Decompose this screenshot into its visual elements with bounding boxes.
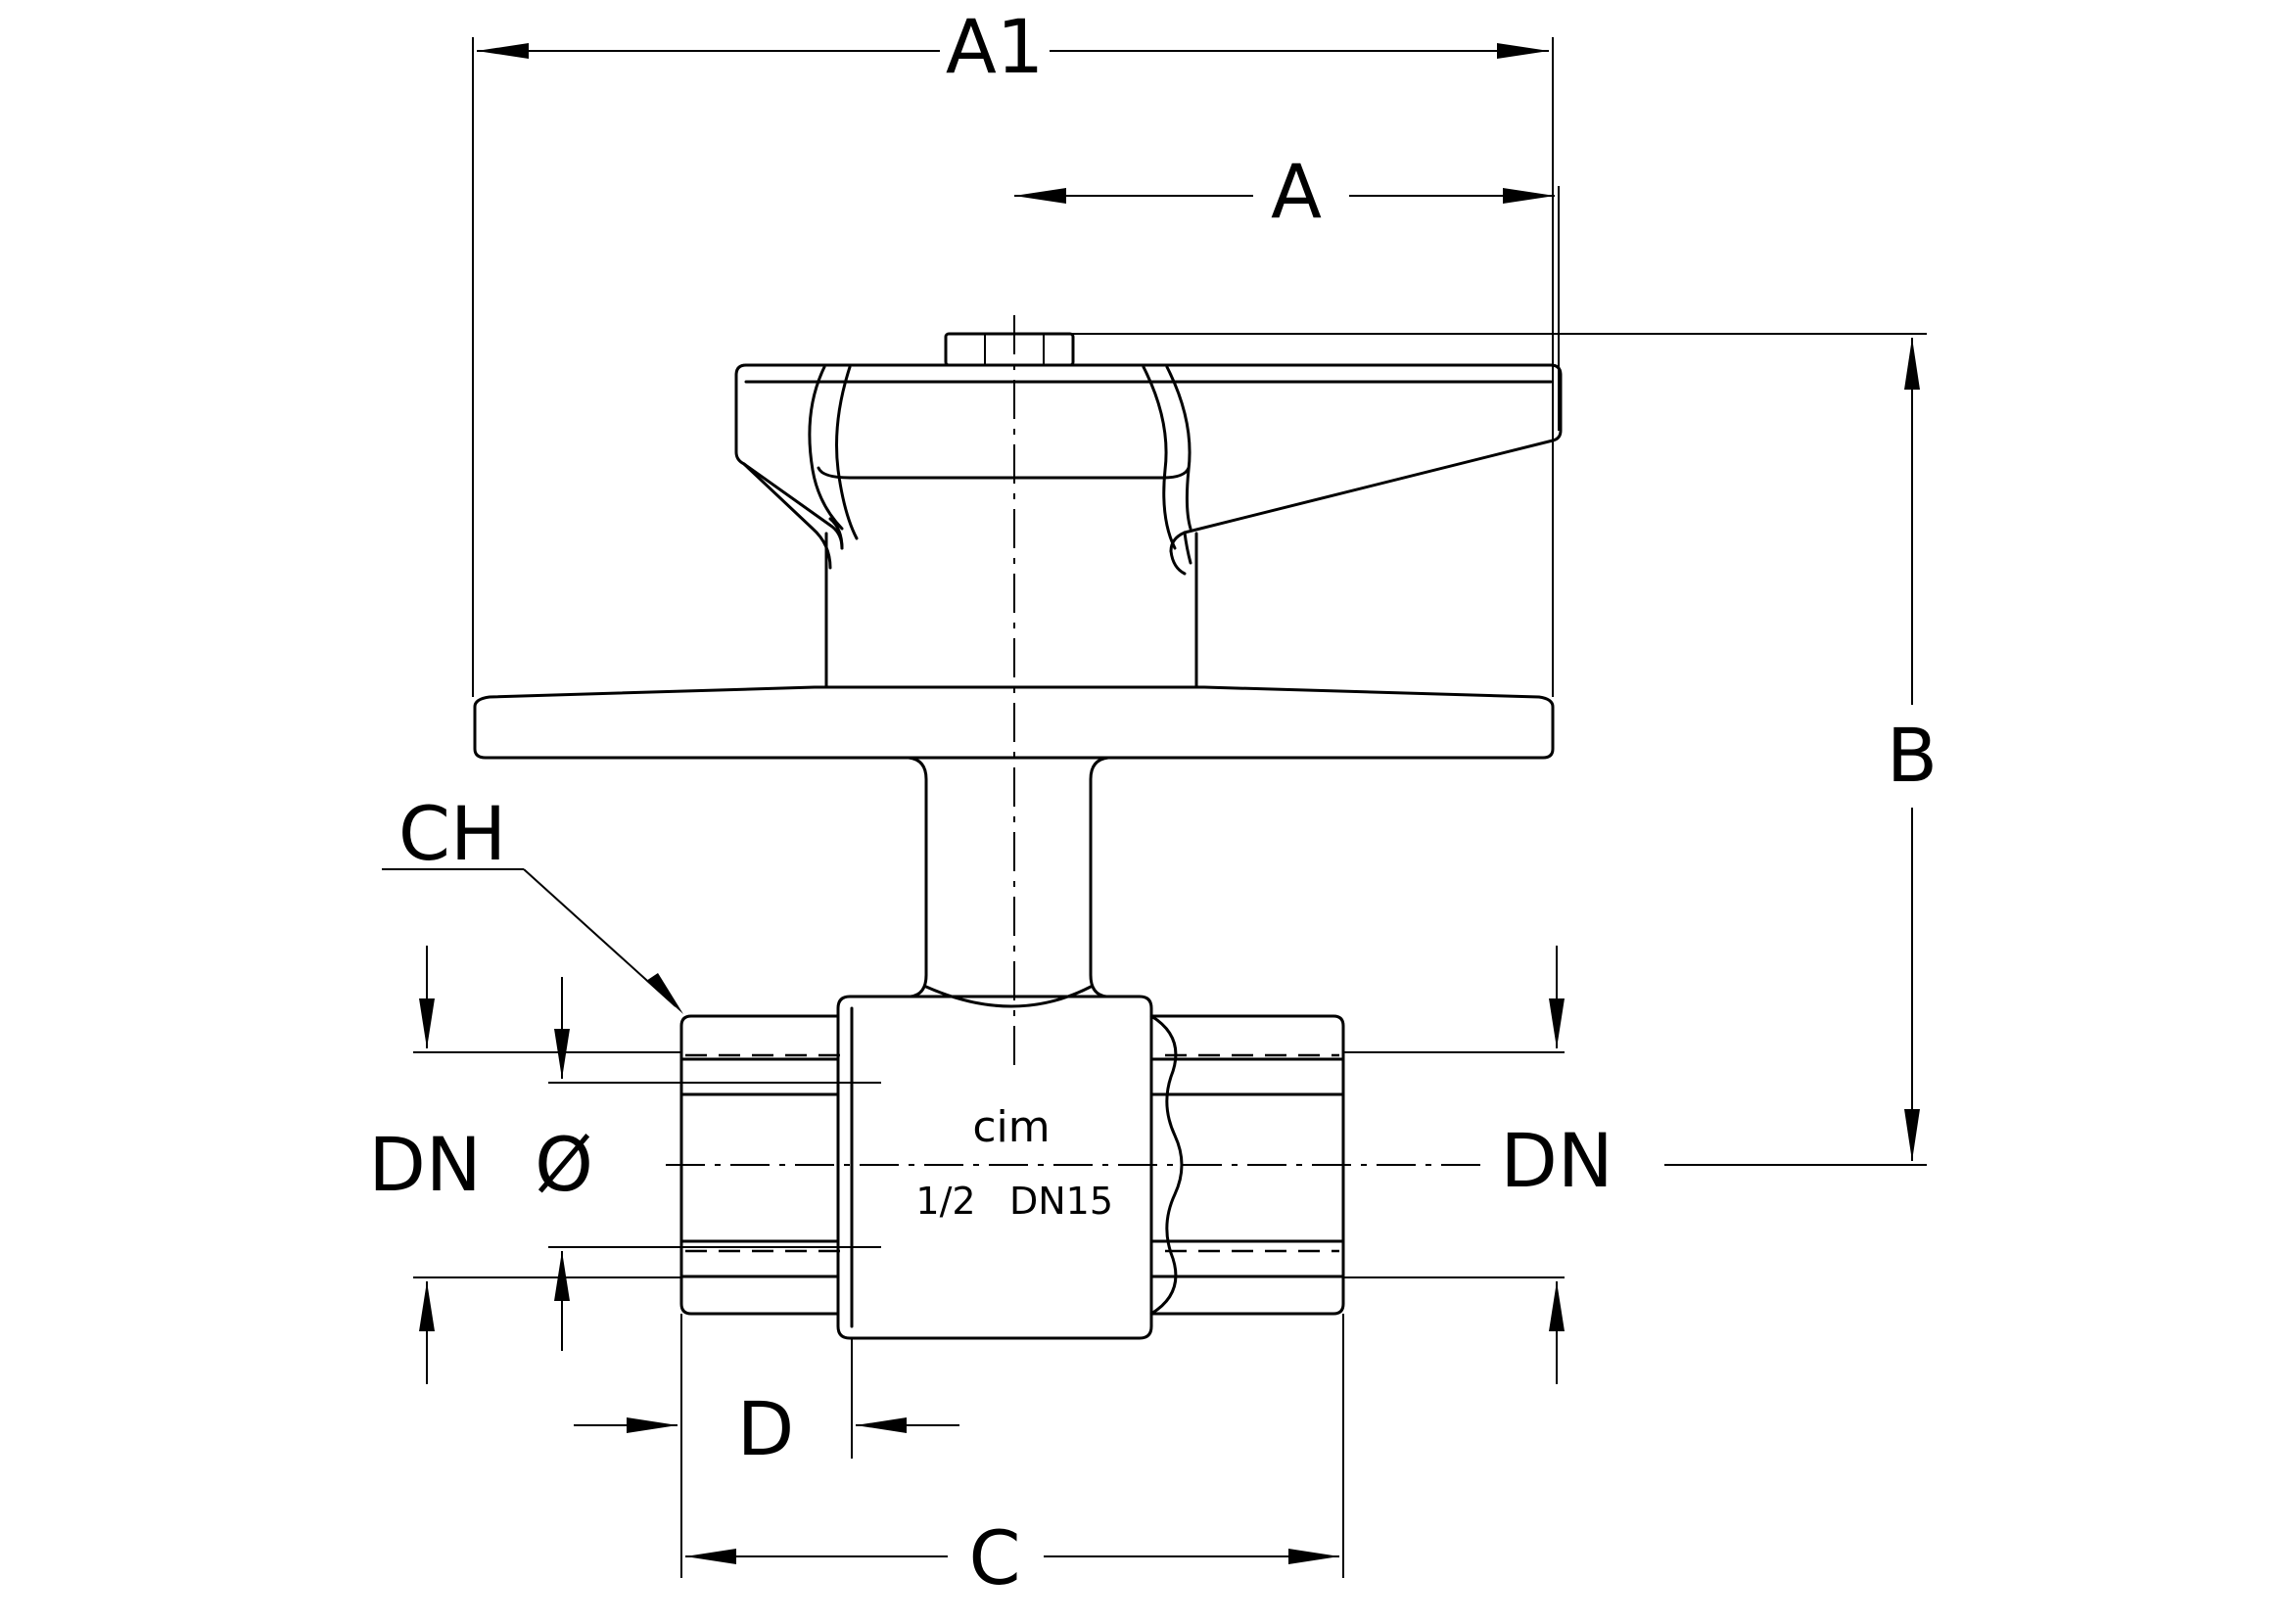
dimension-dn-right: DN bbox=[1343, 946, 1613, 1384]
dimension-label-dn-left: DN bbox=[368, 1121, 481, 1208]
dimension-d: D bbox=[574, 1314, 959, 1578]
dimension-label-dn-right: DN bbox=[1500, 1117, 1612, 1204]
body-brand-mark: cim bbox=[972, 1102, 1050, 1152]
dimension-label-d: D bbox=[737, 1385, 795, 1472]
dimension-a: A bbox=[1014, 148, 1560, 431]
valve-body bbox=[679, 995, 1345, 1340]
dimension-diameter: Ø bbox=[535, 977, 881, 1351]
central-body bbox=[836, 995, 1153, 1340]
dimension-dn-left: DN bbox=[368, 946, 681, 1384]
stem-extension bbox=[907, 756, 1110, 1008]
dimension-label-a1: A1 bbox=[946, 3, 1044, 90]
dimension-ch: CH bbox=[382, 790, 683, 1014]
dimension-a1: A1 bbox=[472, 3, 1554, 697]
escutcheon-plate bbox=[473, 685, 1555, 760]
lever-handle bbox=[734, 332, 1563, 689]
dimension-label-c: C bbox=[968, 1514, 1020, 1601]
hex-nut bbox=[944, 332, 1075, 367]
dimension-c: C bbox=[685, 1314, 1344, 1601]
body-size-mark: 1/2 bbox=[915, 1180, 975, 1223]
dimension-label-b: B bbox=[1887, 712, 1938, 799]
dimension-label-a: A bbox=[1271, 148, 1322, 235]
body-nominal-mark: DN15 bbox=[1009, 1180, 1113, 1223]
right-hex-end bbox=[1149, 1014, 1345, 1316]
left-hex-end bbox=[679, 1014, 840, 1316]
dimension-label-diameter: Ø bbox=[535, 1121, 593, 1208]
dimension-b: B bbox=[1018, 333, 1938, 1166]
dimension-label-ch: CH bbox=[398, 790, 506, 877]
